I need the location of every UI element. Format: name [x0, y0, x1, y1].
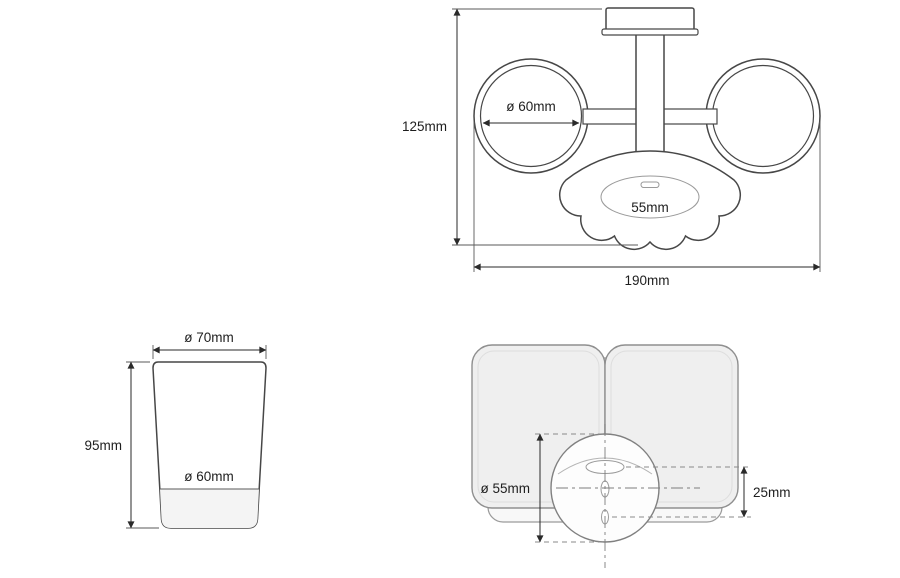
bracket-opening-ellipse: [600, 175, 700, 219]
wall-plate: [605, 7, 695, 31]
mounting-stem: [635, 31, 665, 165]
bracket-inner-dim-label: 55mm: [631, 200, 669, 215]
cup-frosted-section: [160, 489, 259, 528]
top-view: ø 55mm 25mm: [471, 344, 791, 568]
width-dim-label: 190mm: [624, 273, 669, 288]
dimension-cup-top-70: ø 70mm: [152, 330, 267, 359]
cup-side-view: ø 60mm ø 70mm 95mm: [84, 330, 267, 529]
right-ring-inner: [711, 64, 815, 168]
spacing-label: 25mm: [753, 485, 791, 500]
screw-slot: [640, 181, 660, 188]
cup-top-diameter-label: ø 70mm: [184, 330, 234, 345]
ring-diameter-label: ø 60mm: [506, 99, 556, 114]
dimension-plate-55: ø 55mm: [480, 433, 603, 543]
right-cup-inner-edge: [610, 350, 733, 503]
plate-diameter-label: ø 55mm: [480, 481, 530, 496]
height-dim-label: 125mm: [402, 119, 447, 134]
wall-plate-flange: [601, 28, 699, 36]
dimension-cup-height-95: 95mm: [84, 361, 159, 529]
cup-body-diameter-label: ø 60mm: [184, 469, 234, 484]
dimension-width-190: 190mm: [473, 122, 821, 288]
cup-height-label: 95mm: [84, 438, 122, 453]
dimension-height-125: 125mm: [402, 8, 638, 246]
dimension-ring-diameter: ø 60mm: [482, 99, 580, 127]
front-view: 55mm ø 60mm 125mm 190mm: [402, 7, 821, 288]
left-ring-inner: [479, 64, 583, 168]
dimension-spacing-25: 25mm: [612, 466, 791, 518]
